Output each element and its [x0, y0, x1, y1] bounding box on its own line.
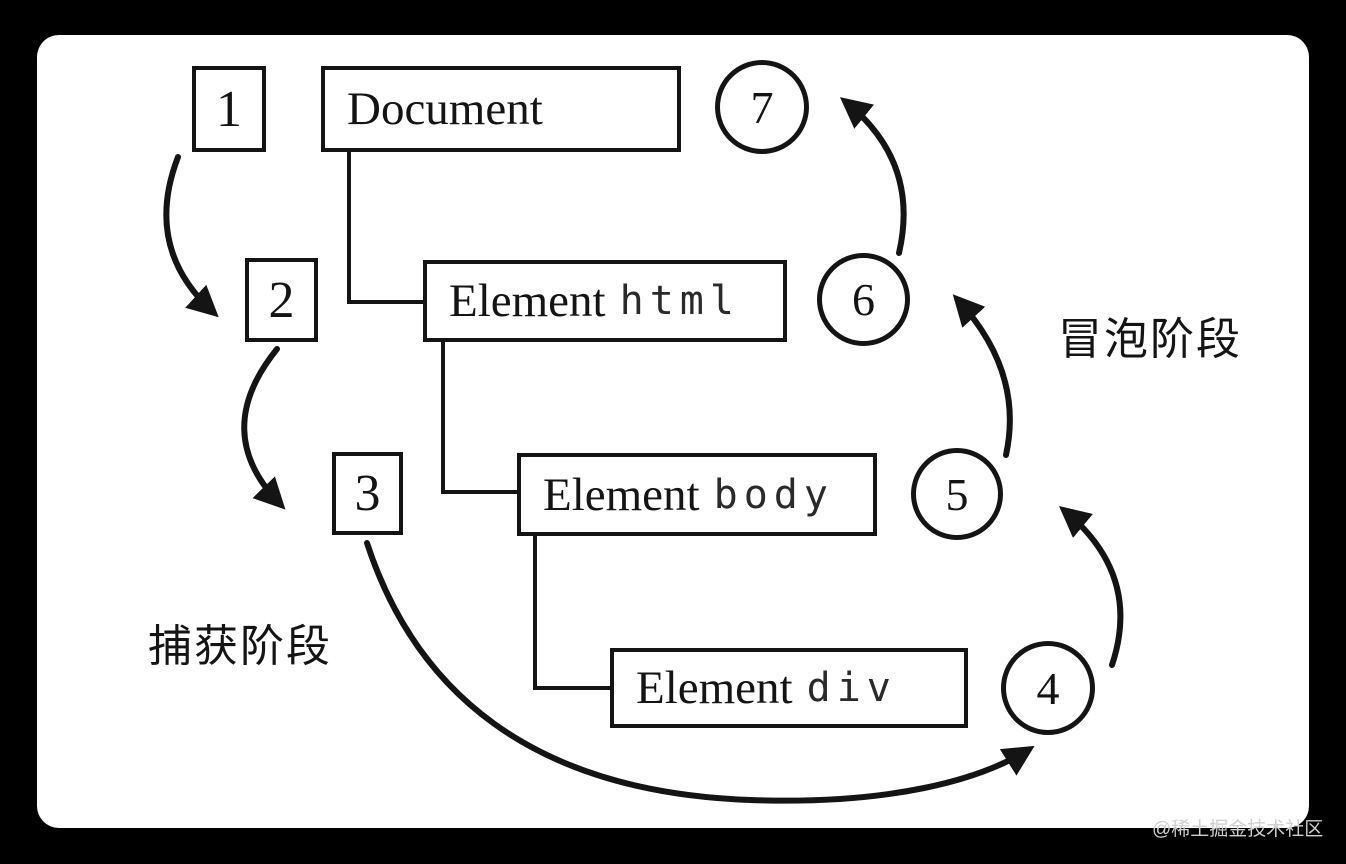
step-square-1: 1 [192, 66, 266, 152]
node-element-body: Element body [517, 453, 877, 536]
node-element-html: Element html [423, 260, 787, 342]
connector-body-div [533, 536, 610, 690]
step-square-2: 2 [245, 258, 318, 342]
node-div-tagname: div [806, 665, 897, 711]
node-document: Document [321, 66, 681, 152]
label-capture-phase: 捕获阶段 [148, 622, 332, 671]
arrow-step5-to-step6 [952, 294, 1013, 458]
node-document-label: Document [347, 83, 543, 135]
step-circle-4: 4 [1001, 641, 1095, 735]
arrow-step1-to-step2 [163, 154, 219, 318]
step-circle-6: 6 [817, 253, 910, 346]
arrow-step6-to-step7 [839, 97, 907, 256]
node-body-prefix: Element [543, 468, 700, 521]
connector-document-html [347, 152, 423, 304]
arrow-step2-to-step3 [241, 346, 286, 510]
watermark-juejin: @稀土掘金技术社区 [1152, 819, 1324, 840]
step-square-3: 3 [332, 452, 403, 535]
node-html-tagname: html [619, 278, 740, 324]
node-element-div: Element div [610, 648, 968, 728]
arrow-step4-to-step5 [1059, 506, 1124, 668]
arrow-step3-to-step4 [364, 540, 1035, 804]
step-circle-5: 5 [911, 448, 1003, 540]
node-html-prefix: Element [449, 275, 606, 327]
node-body-tagname: body [713, 471, 834, 518]
step-circle-7: 7 [715, 60, 809, 154]
connector-html-body [441, 342, 517, 494]
node-div-prefix: Element [636, 662, 793, 714]
label-bubble-phase: 冒泡阶段 [1058, 315, 1242, 364]
